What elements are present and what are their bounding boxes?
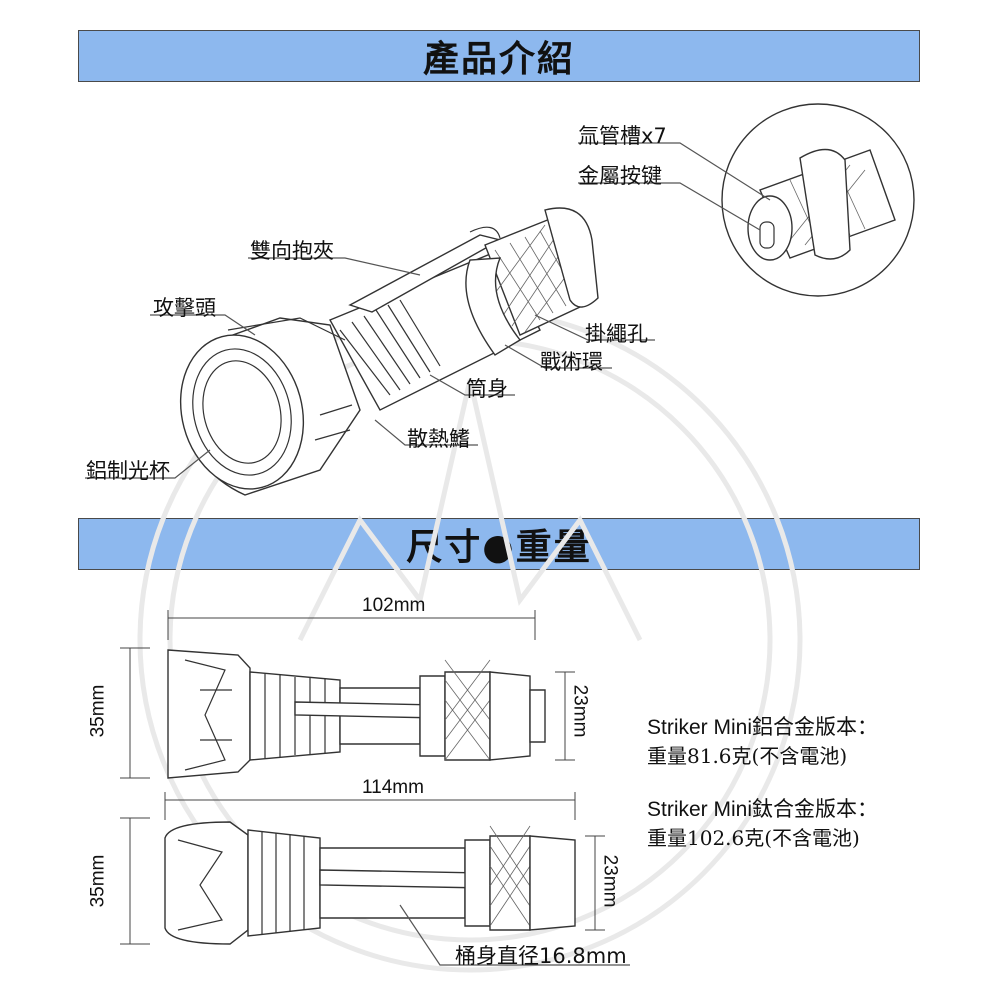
dim-titanium-head-diameter: 35mm xyxy=(87,854,109,908)
dim-titanium-tail-diameter: 23mm xyxy=(599,854,621,908)
callout-strike-head: 攻擊頭 xyxy=(153,296,216,320)
section-title-intro: 產品介紹 xyxy=(422,39,575,80)
callout-body-tube: 筒身 xyxy=(466,377,508,401)
spec-titanium-name: Striker Mini鈦合金版本： xyxy=(647,798,879,821)
callout-clip: 雙向抱夾 xyxy=(250,239,334,263)
callout-reflector: 鋁制光杯 xyxy=(86,459,170,483)
dim-aluminum-length: 102mm xyxy=(362,595,426,616)
side-view-titanium xyxy=(164,821,576,945)
section-banner-size-weight: 尺寸●重量 xyxy=(78,518,920,570)
callout-heat-fins: 散熱鰭 xyxy=(407,427,470,451)
callout-metal-button: 金屬按键 xyxy=(578,164,662,188)
spec-aluminum-name: Striker Mini鋁合金版本： xyxy=(647,716,879,739)
dim-aluminum-head-diameter: 35mm xyxy=(87,684,109,738)
spec-titanium-weight: 重量102.6克(不含電池) xyxy=(647,826,860,850)
dimension-lines xyxy=(120,610,630,966)
zoom-inset-tail-detail xyxy=(721,103,915,297)
flashlight-perspective-drawing xyxy=(179,207,599,496)
dim-aluminum-tail-diameter: 23mm xyxy=(569,684,591,738)
dim-titanium-length: 114mm xyxy=(362,777,424,798)
spec-aluminum-weight: 重量81.6克(不含電池) xyxy=(647,744,848,768)
dim-tube-diameter: 桶身直径16.8mm xyxy=(455,944,627,968)
callout-o-ring-grooves: 氚管槽x7 xyxy=(578,124,667,148)
callout-lanyard-hole: 掛繩孔 xyxy=(585,322,648,346)
spec-aluminum: Striker Mini鋁合金版本： 重量81.6克(不含電池) xyxy=(647,713,878,771)
spec-titanium: Striker Mini鈦合金版本： 重量102.6克(不含電池) xyxy=(647,795,878,853)
section-banner-intro: 產品介紹 xyxy=(78,30,920,82)
callout-tactical-ring: 戰術環 xyxy=(540,350,603,374)
side-view-aluminum xyxy=(167,649,546,779)
callout-leaders xyxy=(85,142,771,479)
